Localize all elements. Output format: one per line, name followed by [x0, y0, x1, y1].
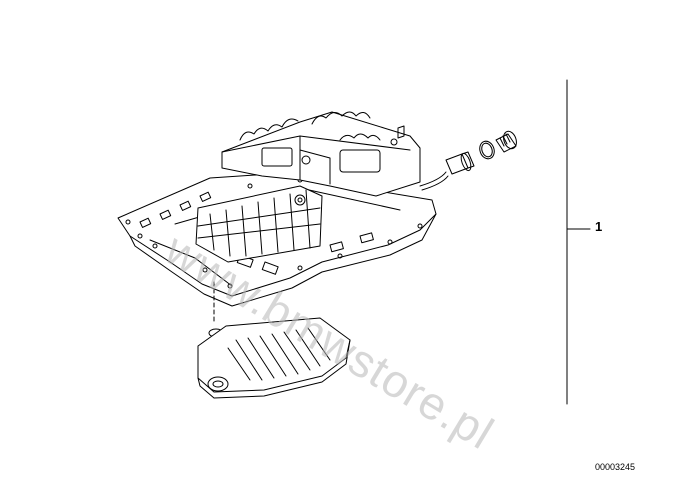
connector-harness [419, 151, 475, 191]
callout-bracket [566, 79, 591, 405]
upper-valve-housing [221, 111, 421, 197]
callout-number: 1 [595, 219, 603, 234]
threaded-plug [495, 130, 517, 153]
sealing-ring [479, 140, 495, 160]
solenoid-valve-bank [195, 185, 323, 263]
oil-filter [197, 317, 351, 399]
diagram-id: 00003245 [595, 462, 636, 472]
